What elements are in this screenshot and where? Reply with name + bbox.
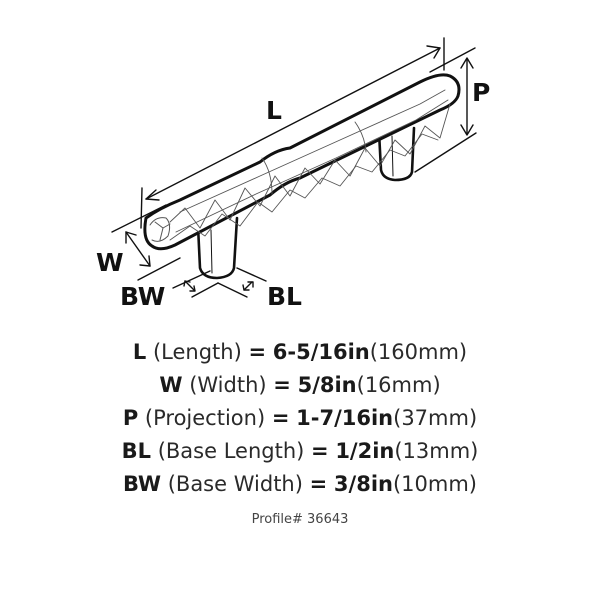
spec-key: BL [121,439,151,463]
spec-inches: 6-5/16in [272,340,370,364]
bar-body [143,73,461,251]
spec-base-length: BL (Base Length) = 1/2in(13mm) [0,435,600,468]
spec-inches: 5/8in [297,373,357,397]
spec-base-width: BW (Base Width) = 3/8in(10mm) [0,468,600,501]
spec-desc: (Base Width) [167,472,303,496]
dimension-P [414,47,477,173]
spec-mm: (160mm) [369,340,468,364]
dimension-W [111,204,181,281]
spec-inches: 1/2in [335,439,395,463]
spec-mm: (37mm) [393,406,478,430]
spec-inches: 3/8in [333,472,393,496]
spec-key: BW [123,472,162,496]
spec-key: W [159,373,183,397]
spec-equals: = [273,373,291,397]
spec-inches: 1-7/16in [296,406,394,430]
dimension-label-base-width: BW [120,282,166,311]
end-cap-facets [149,217,171,242]
spec-equals: = [271,406,290,430]
facet-pattern [169,89,451,241]
dimension-label-width: W [96,248,124,277]
spec-projection: P (Projection) = 1-7/16in(37mm) [0,402,600,435]
spec-width: W (Width) = 5/8in(16mm) [0,369,600,402]
dimension-label-projection: P [472,78,491,107]
spec-key: P [122,406,139,430]
spec-desc: (Width) [189,373,267,397]
profile-number: Profile# 36643 [251,512,349,527]
spec-mm: (16mm) [356,373,441,397]
spec-equals: = [311,439,329,463]
dimension-label-base-length: BL [267,282,302,311]
right-post [377,126,416,182]
pull-handle-diagram [111,37,477,298]
spec-mm: (13mm) [394,439,479,463]
spec-desc: (Base Length) [157,439,305,463]
spec-equals: = [248,340,267,364]
spec-equals: = [309,472,328,496]
spec-mm: (10mm) [392,472,477,496]
spec-length: L (Length) = 6-5/16in(160mm) [0,336,600,369]
spec-desc: (Projection) [144,406,266,430]
dimension-base [172,267,267,298]
spec-key: L [132,340,147,364]
dimension-label-length: L [266,96,282,125]
spec-desc: (Length) [152,340,242,364]
spec-list: L (Length) = 6-5/16in(160mm) W (Width) =… [0,336,600,501]
